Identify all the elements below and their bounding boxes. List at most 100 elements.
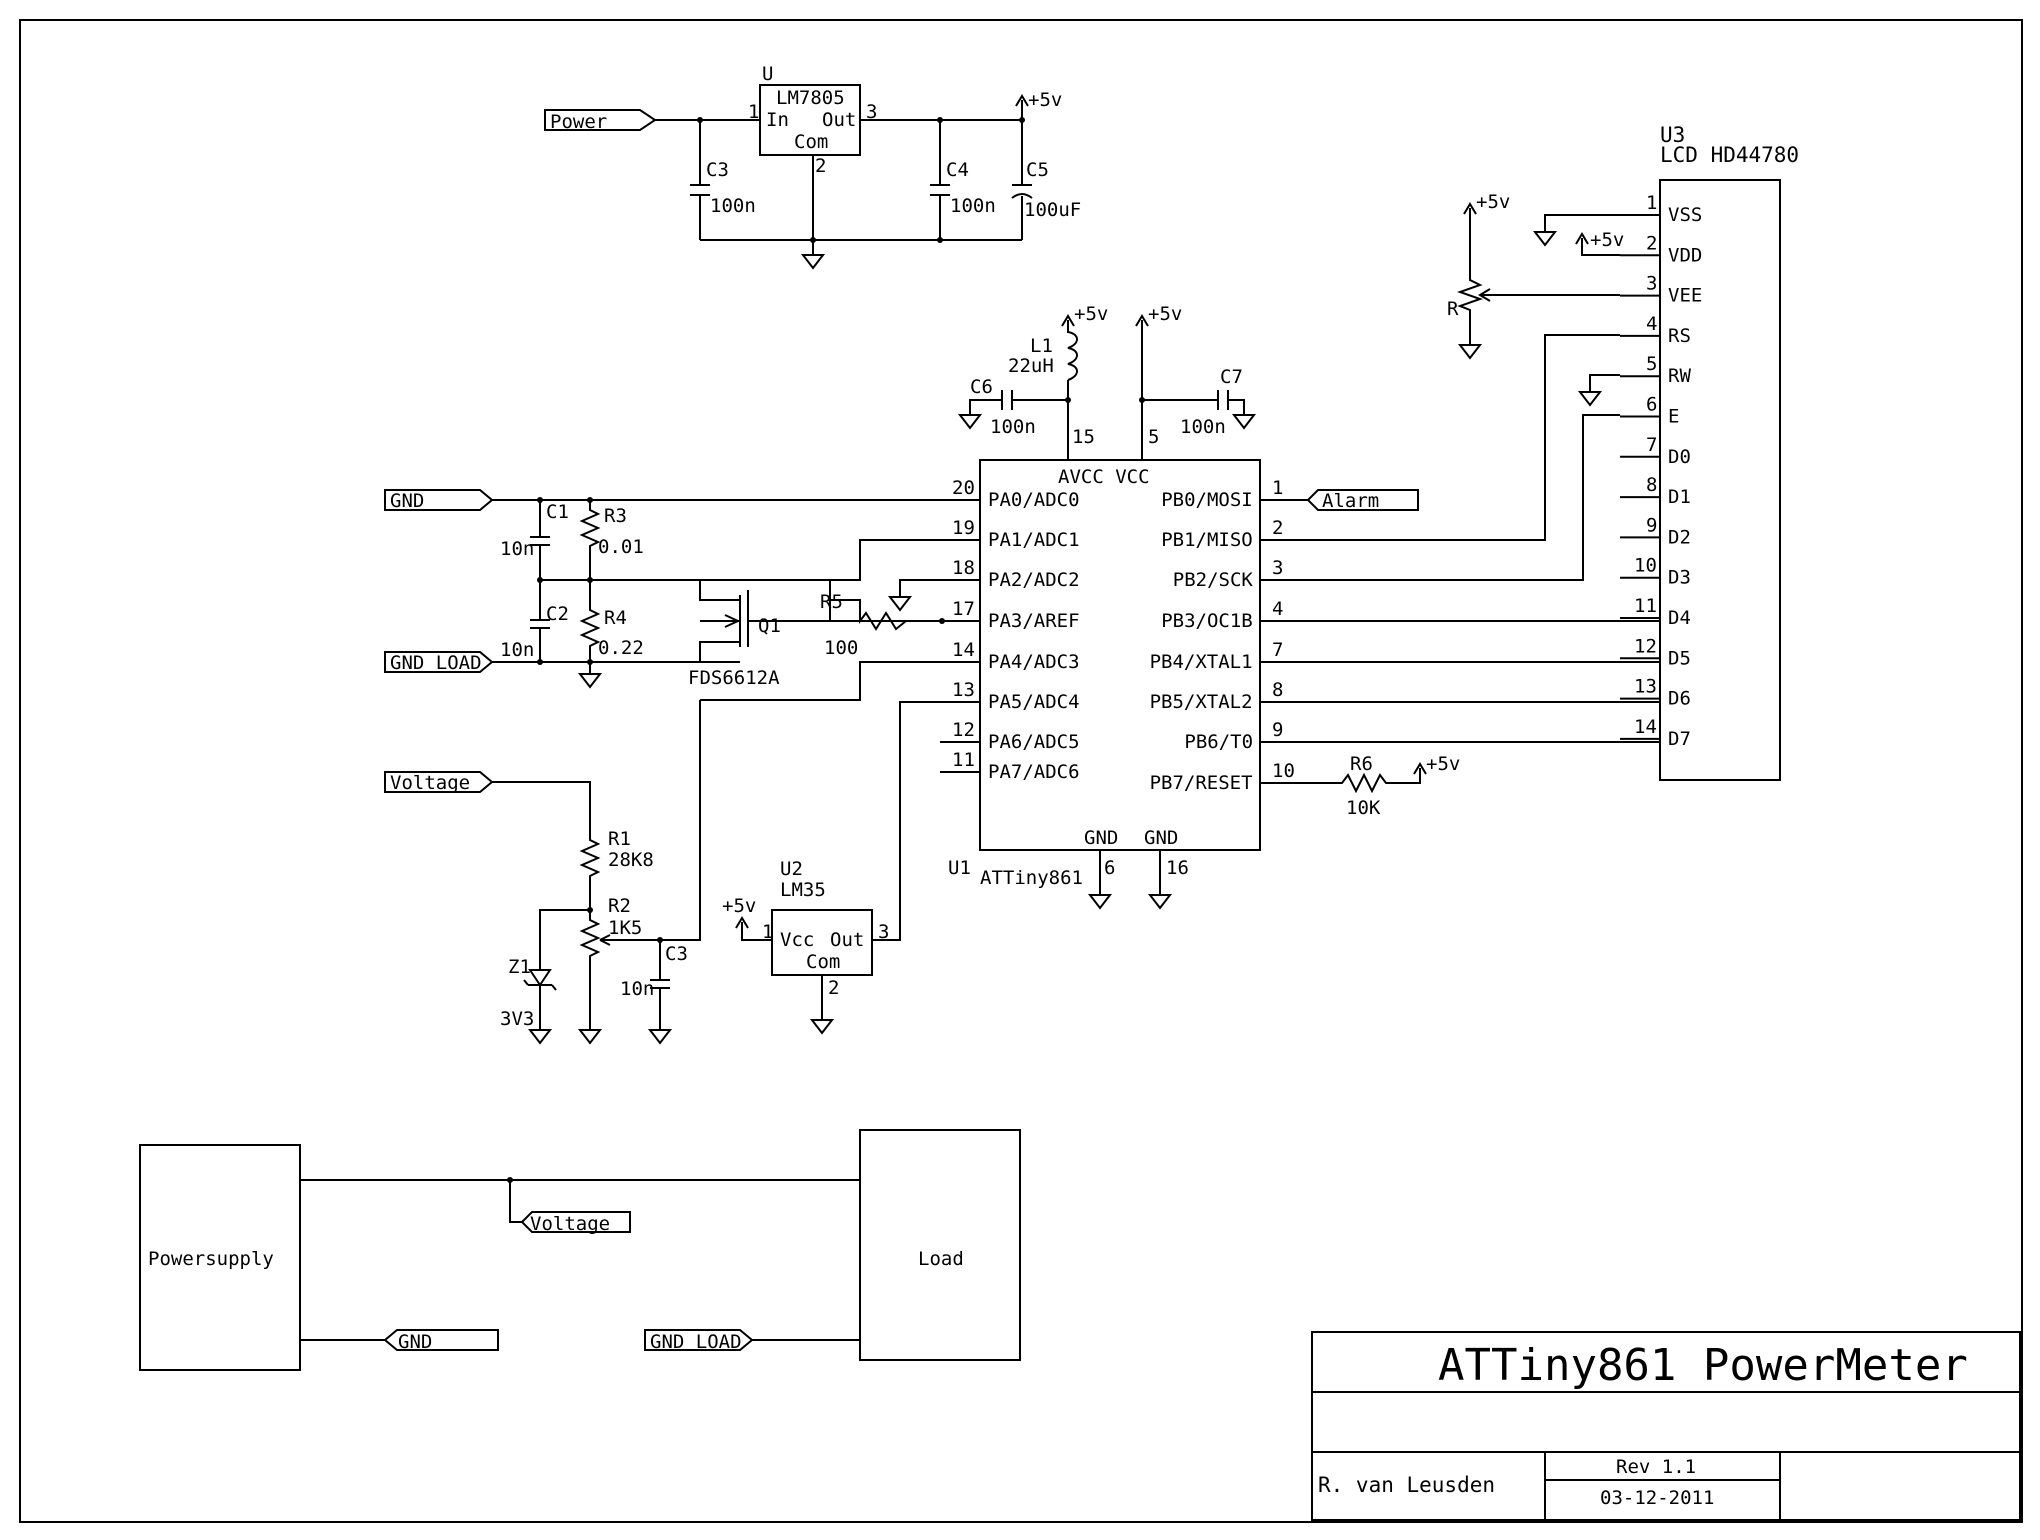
c3a-val: 100n — [710, 195, 756, 217]
powersupply-label: Powersupply — [148, 1248, 274, 1270]
mcu-part: ATTiny861 — [980, 867, 1083, 889]
mcu-right-pin-num: 9 — [1272, 719, 1283, 741]
plus5-avcc: +5v — [1074, 303, 1108, 325]
cap-c3a — [690, 120, 710, 240]
gnd-load-port-label: GND LOAD — [390, 652, 482, 674]
lcd-pin-name: D0 — [1668, 446, 1691, 468]
mcu-right-pin-num: 3 — [1272, 557, 1283, 579]
mcu-left-pins: 20PA0/ADC019PA1/ADC118PA2/ADC217PA3/AREF… — [940, 477, 1080, 783]
cap-c6 — [957, 390, 1068, 430]
block-diagram: Powersupply Load Voltage GND GND LOAD — [139, 1129, 1021, 1371]
z1-ref: Z1 — [508, 956, 531, 978]
r3-val: 0.01 — [598, 536, 644, 558]
lcd-pin-num: 1 — [1646, 192, 1657, 214]
c7-val: 100n — [1180, 416, 1226, 438]
lcd-section: U3 LCD HD44780 1VSS2VDD3VEE4RS5RW6E7D08D… — [1260, 123, 1799, 781]
lcd-pin-num: 12 — [1634, 635, 1657, 657]
mcu-gnd2: GND — [1144, 827, 1178, 849]
cap-c7 — [1142, 390, 1257, 430]
c4-val: 100n — [950, 195, 996, 217]
lcd-pin-name: D2 — [1668, 526, 1691, 548]
r5-ref: R5 — [820, 591, 843, 613]
mcu-left-pin-name: PA6/ADC5 — [988, 731, 1080, 753]
mcu-left-pin-name: PA2/ADC2 — [988, 569, 1080, 591]
drawing-author: R. van Leusden — [1318, 1473, 1495, 1497]
u2-p1: 1 — [762, 921, 773, 943]
mcu-pin15: 15 — [1072, 426, 1095, 448]
lcd-pin-name: RS — [1668, 325, 1691, 347]
lcd-pin-name: E — [1668, 406, 1679, 428]
mcu-right-pin-num: 1 — [1272, 477, 1283, 499]
plus5-lm35: +5v — [722, 895, 756, 917]
mcu-left-pin-num: 19 — [952, 517, 975, 539]
gnd-load-port-2-label: GND LOAD — [650, 1331, 742, 1353]
lcd-pin-num: 4 — [1646, 313, 1657, 335]
mcu-left-pin-num: 20 — [952, 477, 975, 499]
mcu-left-pin-name: PA3/AREF — [988, 610, 1080, 632]
power-port-label: Power — [550, 111, 607, 133]
mcu-ref: U1 — [948, 857, 971, 879]
l1-val: 22uH — [1008, 355, 1054, 377]
u2-out: Out — [830, 929, 864, 951]
lcd-pin-name: VSS — [1668, 204, 1702, 226]
mcu-left-pin-num: 17 — [952, 598, 975, 620]
z1-val: 3V3 — [500, 1008, 534, 1030]
mcu-right-pin-num: 8 — [1272, 679, 1283, 701]
r6-val: 10K — [1346, 797, 1381, 819]
cap-c3b — [647, 940, 673, 1045]
gnd-load-port — [384, 651, 494, 673]
mcu-left-pin-num: 13 — [952, 679, 975, 701]
mcu-right-pin-name: PB5/XTAL2 — [1150, 691, 1253, 713]
r3-ref: R3 — [604, 505, 627, 527]
drawing-title: ATTiny861 PowerMeter — [1438, 1340, 1968, 1391]
lcd-pin-name: D5 — [1668, 647, 1691, 669]
mcu-right-pin-num: 10 — [1272, 760, 1295, 782]
alarm-port — [1290, 489, 1419, 511]
u2-ref: U2 — [780, 858, 803, 880]
r5-val: 100 — [824, 637, 858, 659]
regulator-pin-out: Out — [822, 109, 856, 131]
lcd-pin-num: 10 — [1634, 555, 1657, 577]
current-sense-section: GND GND LOAD C1 10n C2 10n R3 0.01 R4 0.… — [384, 489, 960, 689]
mcu-left-pin-num: 14 — [952, 639, 975, 661]
plus5-r6: +5v — [1426, 753, 1460, 775]
lm35-section: U2 LM35 Vcc Out Com 1 3 2 +5v — [722, 858, 900, 1035]
regulator-part: LM7805 — [776, 87, 845, 109]
u2-com: Com — [806, 951, 840, 973]
mcu-pin5: 5 — [1148, 426, 1159, 448]
u2-vcc: Vcc — [780, 929, 814, 951]
plus5-pot: +5v — [1476, 191, 1510, 213]
gnd-port-label: GND — [390, 490, 424, 512]
lcd-pin-num: 8 — [1646, 474, 1657, 496]
voltage-port-2 — [520, 1211, 631, 1233]
l1-ref: L1 — [1030, 335, 1053, 357]
mcu-left-pin-name: PA4/ADC3 — [988, 651, 1080, 673]
lcd-pin-num: 5 — [1646, 353, 1657, 375]
lcd-pin-name: VDD — [1668, 244, 1702, 266]
r4-ref: R4 — [604, 607, 627, 629]
lcd-pin-num: 14 — [1634, 716, 1657, 738]
c5-val: 100uF — [1024, 199, 1081, 221]
u2-p2: 2 — [828, 977, 839, 999]
lcd-pin-name: D7 — [1668, 728, 1691, 750]
c6-val: 100n — [990, 416, 1036, 438]
mcu-right-pin-num: 7 — [1272, 639, 1283, 661]
mcu-pin6: 6 — [1104, 857, 1115, 879]
lcd-pin-name: VEE — [1668, 285, 1702, 307]
mcu-section: AVCC VCC U1 ATTiny861 GND GND 6 16 15 +5… — [940, 303, 1660, 910]
r2-val: 1K5 — [608, 917, 642, 939]
load-block — [859, 1129, 1021, 1361]
powersupply-block — [139, 1144, 301, 1371]
lcd-pin-name: RW — [1668, 365, 1691, 387]
cap-c4 — [930, 120, 950, 240]
voltage-divider-section: Voltage R1 28K8 R2 1K5 Z1 3V3 C3 10n — [384, 661, 960, 1045]
c3a-ref: C3 — [706, 159, 729, 181]
mcu-left-pin-name: PA1/ADC1 — [988, 529, 1080, 551]
voltage-port — [384, 771, 494, 793]
regulator-ref: U — [762, 63, 773, 85]
mcu-left-pin-name: PA7/ADC6 — [988, 761, 1080, 783]
mcu-left-pin-name: PA5/ADC4 — [988, 691, 1080, 713]
u2-part: LM35 — [780, 879, 826, 901]
r4-val: 0.22 — [598, 637, 644, 659]
